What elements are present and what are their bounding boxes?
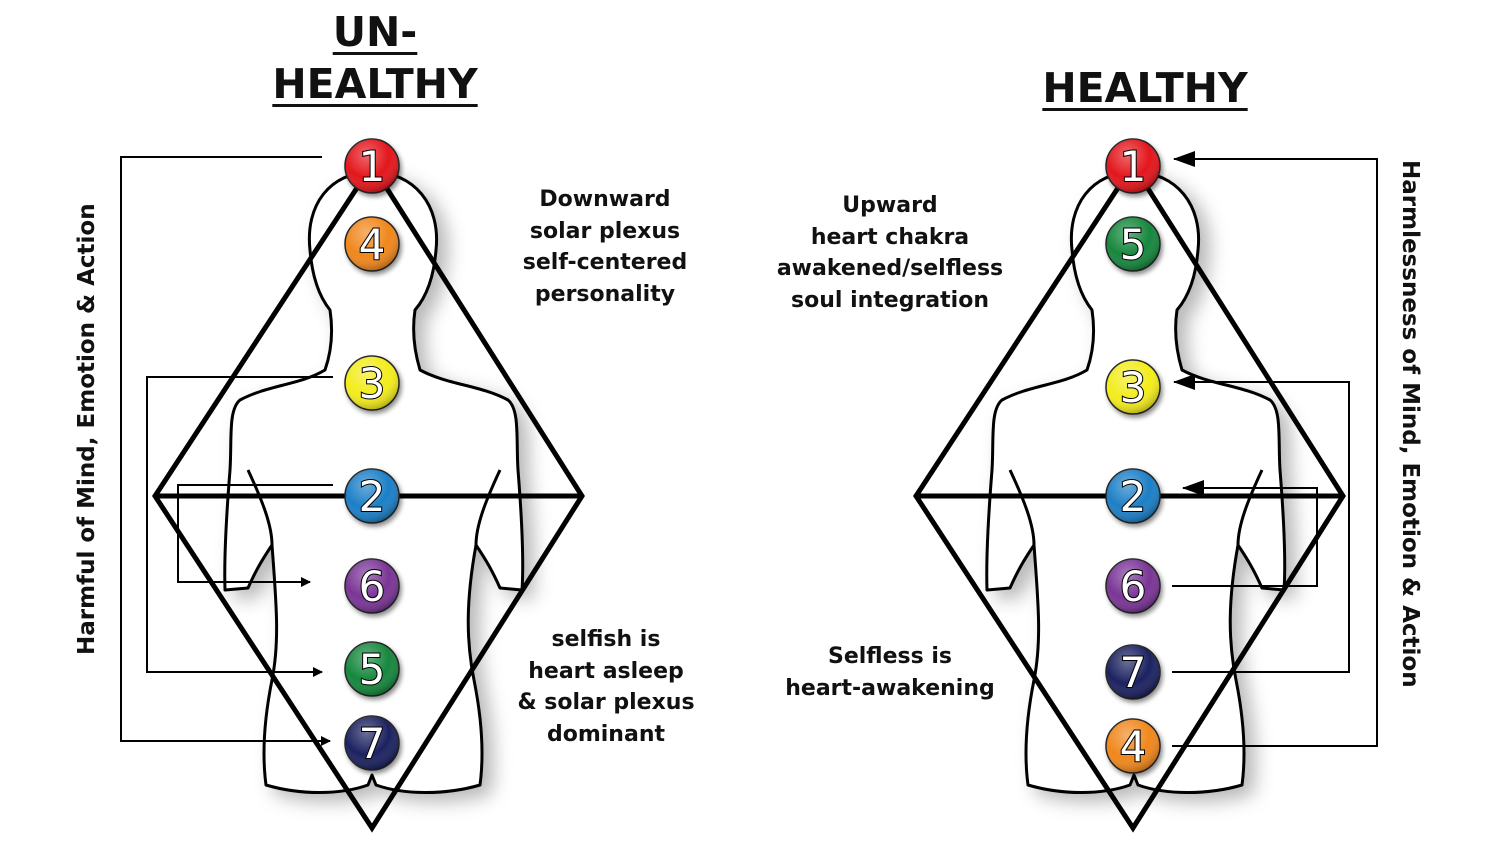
right-chakra-7: 7 xyxy=(1105,644,1161,700)
right-note-top-line: soul integration xyxy=(791,287,989,313)
right-chakra-4: 4 xyxy=(1105,718,1161,774)
right-note-bottom-line: heart-awakening xyxy=(785,675,995,701)
right-chakra-number: 3 xyxy=(1120,363,1147,412)
left-title-line1: UN- xyxy=(332,8,418,56)
left-chakra-number: 5 xyxy=(359,645,386,694)
left-chakra-5: 5 xyxy=(344,641,400,697)
right-chakra-gloss xyxy=(1106,469,1160,523)
right-chakra-number: 7 xyxy=(1120,648,1147,697)
left-chakra-gloss xyxy=(345,642,399,696)
right-chakra-gloss xyxy=(1106,645,1160,699)
right-chakra-2: 2 xyxy=(1105,468,1161,524)
right-note-top: Upward heart chakra awakened/selfless so… xyxy=(755,190,1025,316)
right-chakra-6: 6 xyxy=(1105,558,1161,614)
right-chakra-gloss xyxy=(1106,719,1160,773)
left-diamond-shape xyxy=(152,160,585,833)
left-note-bottom-line: selfish is xyxy=(551,627,661,652)
left-chakra-number: 6 xyxy=(359,562,386,611)
left-chakra-number: 7 xyxy=(359,719,386,768)
right-note-bottom: Selfless is heart-awakening xyxy=(755,641,1025,704)
left-chakra-6: 6 xyxy=(344,558,400,614)
left-connectors xyxy=(120,156,333,746)
right-chakra-1: 1 xyxy=(1105,138,1161,194)
left-chakra-4: 4 xyxy=(344,216,400,272)
left-chakra-gloss xyxy=(345,356,399,410)
left-connector-1-7 xyxy=(120,156,331,746)
left-chakra-column: 1 4 3 2 6 5 7 xyxy=(344,138,400,771)
left-side-label: Harmful of Mind, Emotion & Action xyxy=(74,203,100,655)
left-chakra-gloss xyxy=(345,469,399,523)
left-arm-inner-line xyxy=(246,469,502,546)
right-chakra-gloss xyxy=(1106,217,1160,271)
left-chakra-2: 2 xyxy=(344,468,400,524)
left-note-top-line: personality xyxy=(534,281,676,307)
right-chakra-number: 2 xyxy=(1120,472,1147,521)
left-note-top: Downward solar plexus self-centered pers… xyxy=(470,184,740,310)
right-chakra-column: 1 5 3 2 6 7 4 xyxy=(1105,138,1161,774)
right-arm-inner-line xyxy=(1008,469,1264,546)
left-chakra-1: 1 xyxy=(344,138,400,194)
right-note-top-line: heart chakra xyxy=(810,224,970,250)
left-note-top-line: self-centered xyxy=(522,250,688,275)
left-chakra-7: 7 xyxy=(344,715,400,771)
left-chakra-3: 3 xyxy=(344,355,400,411)
right-chakra-gloss xyxy=(1106,559,1160,613)
right-diamond-shape xyxy=(913,160,1346,833)
left-title: UN- HEALTHY xyxy=(250,6,500,110)
right-chakra-number: 1 xyxy=(1120,142,1147,191)
left-note-bottom-line: & solar plexus xyxy=(517,690,695,715)
right-note-top-line: Upward xyxy=(842,193,938,218)
right-connector-4-1 xyxy=(1172,151,1378,747)
right-chakra-gloss xyxy=(1106,139,1160,193)
left-chakra-number: 3 xyxy=(359,359,386,408)
right-chakra-number: 6 xyxy=(1120,562,1147,611)
right-connectors xyxy=(1172,151,1378,747)
left-connector-3-5 xyxy=(146,376,333,677)
right-title: HEALTHY xyxy=(1020,62,1270,114)
right-chakra-5: 5 xyxy=(1105,216,1161,272)
left-note-bottom-line: dominant xyxy=(546,721,665,747)
left-chakra-number: 1 xyxy=(359,142,386,191)
right-title-text: HEALTHY xyxy=(1042,64,1248,112)
right-note-top-line: awakened/selfless xyxy=(776,256,1004,281)
left-note-bottom-line: heart asleep xyxy=(528,658,684,684)
left-note-bottom: selfish is heart asleep & solar plexus d… xyxy=(471,624,741,750)
left-chakra-number: 2 xyxy=(359,472,386,521)
right-connector-7-3 xyxy=(1172,374,1350,673)
left-chakra-gloss xyxy=(345,139,399,193)
left-note-top-line: Downward xyxy=(539,187,671,212)
right-connector-6-2 xyxy=(1172,480,1318,587)
left-connector-2-6 xyxy=(177,484,333,587)
left-chakra-gloss xyxy=(345,716,399,770)
left-note-top-line: solar plexus xyxy=(529,218,681,244)
right-chakra-number: 5 xyxy=(1120,220,1147,269)
right-chakra-3: 3 xyxy=(1105,359,1161,415)
left-chakra-gloss xyxy=(345,217,399,271)
left-chakra-number: 4 xyxy=(359,220,386,269)
right-side-label: Harmlessness of Mind, Emotion & Action xyxy=(1397,160,1423,688)
right-chakra-number: 4 xyxy=(1120,722,1147,771)
right-note-bottom-line: Selfless is xyxy=(827,644,953,669)
right-chakra-gloss xyxy=(1106,360,1160,414)
left-chakra-gloss xyxy=(345,559,399,613)
left-title-line2: HEALTHY xyxy=(272,60,478,108)
